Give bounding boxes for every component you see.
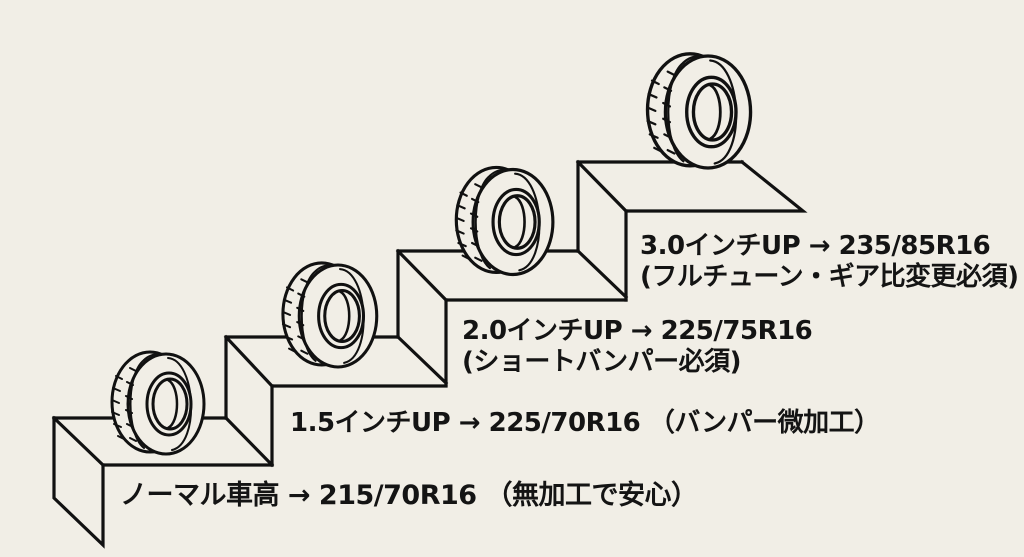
tire-icon bbox=[110, 350, 206, 456]
step-2-label-line-1: 1.5インチUP → 225/70R16 （バンパー微加工） bbox=[290, 408, 880, 438]
step-4-label-line-2: (フルチューン・ギア比変更必須) bbox=[640, 262, 1019, 293]
tire-icon bbox=[645, 52, 753, 170]
step-2-label: 1.5インチUP → 225/70R16 （バンパー微加工） bbox=[290, 408, 880, 439]
tire-icon bbox=[454, 165, 555, 277]
step-4-label-line-1: 3.0インチUP → 235/85R16 bbox=[640, 231, 991, 261]
step-3-label-line-1: 2.0インチUP → 225/75R16 bbox=[462, 316, 813, 346]
step-1-label-line-1: ノーマル車高 → 215/70R16 （無加工で安心） bbox=[120, 480, 698, 511]
step-1-label: ノーマル車高 → 215/70R16 （無加工で安心） bbox=[120, 480, 698, 512]
step-3-label: 2.0インチUP → 225/75R16 (ショートバンパー必須) bbox=[462, 316, 813, 378]
step-3-label-line-2: (ショートバンパー必須) bbox=[462, 347, 742, 378]
step-4-label: 3.0インチUP → 235/85R16 (フルチューン・ギア比変更必須) bbox=[640, 231, 1019, 293]
tire-icon bbox=[281, 261, 379, 369]
